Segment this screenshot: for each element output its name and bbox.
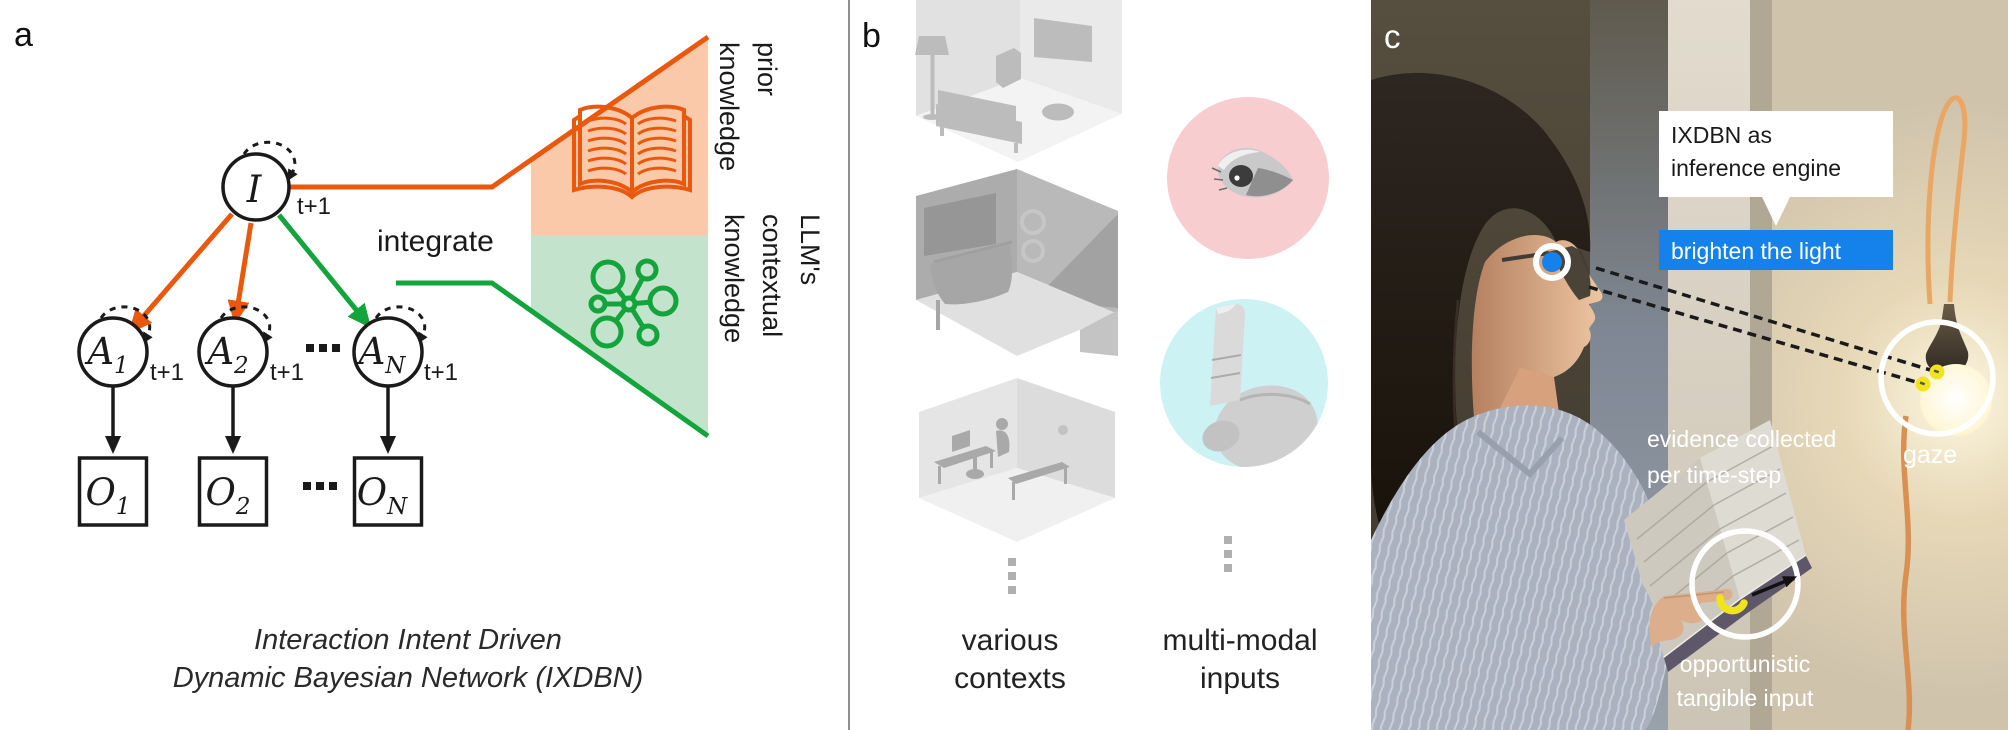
panel-c: IXDBN as inference engine brighten the l… [1371,0,2008,730]
node-o2 [197,456,269,527]
edge-i-an [277,213,372,329]
command-callout-box [1659,230,1893,270]
panel-a-label: a [14,16,33,54]
self-loops [99,140,428,345]
photo-pillar-shadow [1750,0,1774,730]
node-o1-label: O1 [86,471,131,520]
inputs-caption-line1: multi-modal [1162,624,1317,657]
lamp-cord-lower [1900,415,1913,730]
finger-ring [1689,528,1801,640]
tplus-an: t+1 [424,359,458,386]
self-loop-a2 [219,305,273,345]
panel-b-label: b [862,17,881,55]
inference-callout-box [1659,111,1893,197]
book-icon [572,104,692,200]
panel-a-caption-line1: Interaction Intent Driven [254,624,562,656]
tangible-label-line1: opportunistic [1680,651,1810,677]
office-room-icon [919,378,1115,542]
prior-knowledge-label: prior knowledge [714,42,782,171]
meeting-room-icon [916,169,1118,356]
gaze-input-icon [1167,97,1329,259]
node-a1 [77,316,149,388]
llm-contextual-knowledge-label: LLM's contextual knowledge [719,214,825,343]
dot-mark-2 [1919,381,1926,386]
lamp-socket [1925,304,1969,375]
panel-a: a [14,16,825,694]
evidence-label-line1: evidence collected [1647,426,1836,452]
node-a2 [197,316,269,388]
panel-b: b [862,0,1329,695]
integrate-label: integrate [377,225,494,258]
sweater-texture [1371,405,1670,730]
panel-a-caption-line2: Dynamic Bayesian Network (IXDBN) [173,662,644,694]
svg-text:LLM's: LLM's [795,214,825,285]
callout-pointer [1762,197,1790,226]
command-callout-label: brighten the light [1671,238,1842,264]
node-on [352,456,424,527]
edge-i-a1 [128,212,234,334]
pointing-hand [1649,589,1733,648]
inference-callout-line2: inference engine [1671,155,1841,181]
living-room-icon [915,0,1122,162]
tplus-i: t+1 [297,193,331,220]
lamp-cord-upper [1925,95,1968,305]
book [1624,420,1812,672]
lamp-glow [1772,0,2008,730]
svg-text:contextual: contextual [757,214,787,337]
svg-text:knowledge: knowledge [719,214,749,343]
svg-text:knowledge: knowledge [714,42,744,171]
gaze-origin-dot [1542,252,1562,272]
tangible-label-line2: tangible input [1677,685,1814,711]
node-a1-label: A1 [84,330,128,379]
eye-ring [1533,243,1571,281]
touch-input-icon [1160,299,1328,467]
ellipsis-observations [303,482,337,490]
dot-mark-1 [1933,369,1940,374]
ellipsis-actions [306,344,340,352]
bulb-ring [1878,319,1996,437]
panel-c-label: c [1384,18,1401,55]
prior-knowledge-region [531,37,708,235]
gaze-ray-2 [1588,285,1924,386]
node-intent [221,152,291,222]
self-loop-i [242,140,298,182]
self-loop-a1 [99,305,153,345]
gaze-label: gaze [1903,441,1957,469]
inputs-caption-line2: inputs [1200,662,1280,695]
contexts-caption-line2: contexts [954,662,1066,695]
contexts-caption-line1: various [962,624,1059,657]
node-o1 [77,456,149,527]
contexts-ellipsis [1008,558,1016,594]
sweater-collar [1476,429,1565,479]
inference-callout-line1: IXDBN as [1671,122,1772,148]
node-on-label: ON [357,471,408,520]
prior-funnel-line [286,34,710,190]
touch-highlight-arc [1716,594,1748,615]
self-loop-an [374,305,428,345]
node-a2-label: A2 [204,330,248,379]
node-an [352,316,424,388]
node-an-label: AN [356,330,407,379]
edge-i-a2 [227,222,254,325]
swipe-arrow [1751,576,1798,597]
tplus-a2: t+1 [270,359,304,386]
evidence-label-line2: per time-step [1647,462,1781,488]
tplus-a1: t+1 [150,359,184,386]
sweater-arm-texture [1556,553,1659,661]
node-o2-label: O2 [206,471,251,520]
contextual-funnel-line [396,280,710,439]
inputs-ellipsis [1224,536,1232,572]
node-intent-label: I [246,168,263,211]
svg-text:prior: prior [752,42,782,96]
molecule-icon [588,258,679,349]
